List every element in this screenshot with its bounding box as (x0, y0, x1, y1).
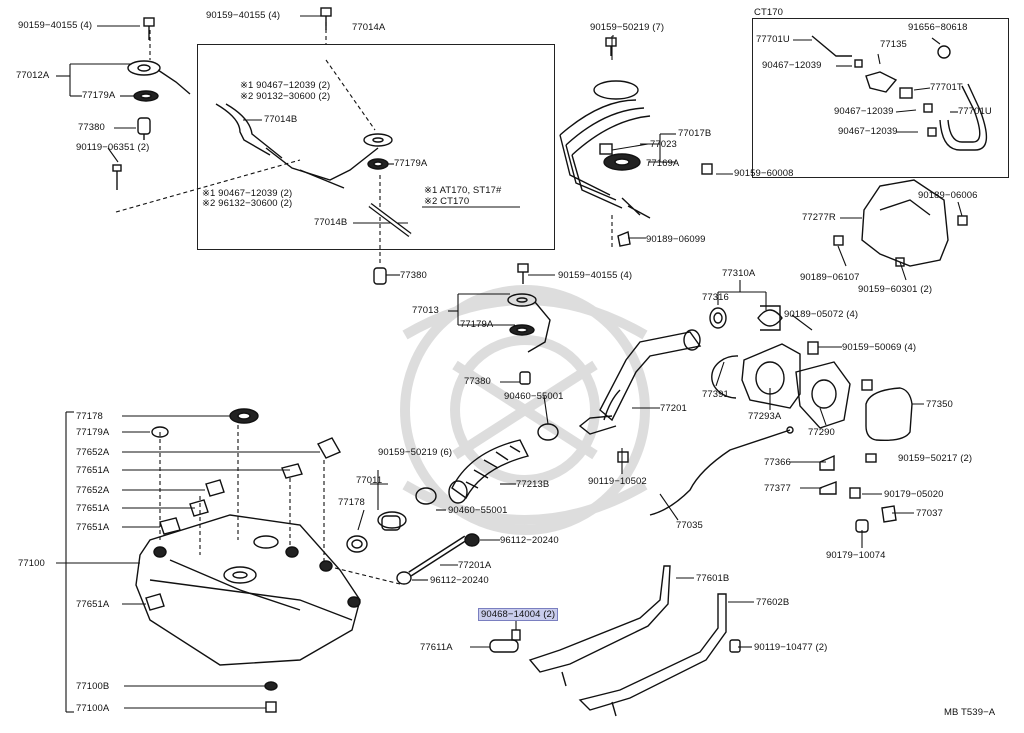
label-77380: 77380 (78, 122, 105, 133)
label-96132-30600: ※2 96132−30600 (2) (202, 198, 293, 209)
group-box-ct170 (752, 18, 1009, 178)
label-77179A: 77179A (460, 319, 494, 330)
label-90179-05020: 90179−05020 (884, 489, 944, 500)
label-77201: 77201 (660, 403, 687, 414)
label-note-models: ※1 AT170, ST17# (424, 185, 502, 196)
label-90159-60301: 90159−60301 (2) (858, 284, 933, 295)
label-90189-06006: 90189−06006 (918, 190, 978, 201)
label-90119-06351: 90119−06351 (2) (76, 142, 150, 153)
label-77017B: 77017B (678, 128, 712, 139)
label-77037: 77037 (916, 508, 943, 519)
label-77310A: 77310A (722, 268, 756, 279)
label-96112-20240: 96112−20240 (430, 575, 489, 586)
label-90467-12039: ※1 90467−12039 (2) (202, 188, 293, 199)
label-77701U: 77701U (756, 34, 790, 45)
label-90159-60008: 90159−60008 (734, 168, 794, 179)
label-90119-10477: 90119−10477 (2) (754, 642, 828, 653)
label-77023: 77023 (650, 139, 677, 150)
label-77100A: 77100A (76, 703, 110, 714)
label-77013: 77013 (412, 305, 439, 316)
label-77178: 77178 (76, 411, 103, 422)
label-77651A: 77651A (76, 503, 110, 514)
label-77293A: 77293A (748, 411, 782, 422)
label-77701T: 77701T (930, 82, 963, 93)
label-77380: 77380 (464, 376, 491, 387)
label-77377: 77377 (764, 483, 791, 494)
label-90159-50069: 90159−50069 (4) (842, 342, 917, 353)
label-77651A: 77651A (76, 465, 110, 476)
label-90460-55001: 90460−55001 (448, 505, 508, 516)
label-77651A: 77651A (76, 599, 110, 610)
label-77014B: 77014B (264, 114, 298, 125)
label-77652A: 77652A (76, 485, 110, 496)
label-77135: 77135 (880, 39, 907, 50)
label-note-ct170: ※2 CT170 (424, 196, 470, 207)
label-77179A: 77179A (82, 90, 116, 101)
label-90467-12039: 90467−12039 (762, 60, 822, 71)
label-77652A: 77652A (76, 447, 110, 458)
label-90189-05072: 90189−05072 (4) (784, 309, 859, 320)
label-90159-40155: 90159−40155 (4) (18, 20, 93, 31)
label-90119-10502: 90119−10502 (588, 476, 647, 487)
label-ct170: CT170 (754, 7, 784, 18)
label-77100: 77100 (18, 558, 45, 569)
watermark-emblem (400, 285, 650, 535)
label-77201A: 77201A (458, 560, 492, 571)
label-77391: 77391 (702, 389, 729, 400)
label-90159-50217: 90159−50217 (2) (898, 453, 973, 464)
label-note-90467: ※1 90467−12039 (2) (240, 80, 331, 91)
label-90468-14004-highlighted[interactable]: 90468−14004 (2) (478, 608, 559, 621)
label-77169A: 77169A (646, 158, 680, 169)
group-box-77014A (197, 44, 555, 250)
label-77366: 77366 (764, 457, 791, 468)
label-77380: 77380 (400, 270, 427, 281)
label-90467-12039: 90467−12039 (834, 106, 894, 117)
label-90159-40155: 90159−40155 (4) (558, 270, 633, 281)
label-77179A: 77179A (76, 427, 110, 438)
label-77316: 77316 (702, 292, 729, 303)
label-77035: 77035 (676, 520, 703, 531)
label-90460-55001: 90460−55001 (504, 391, 564, 402)
label-77601B: 77601B (696, 573, 730, 584)
label-77100B: 77100B (76, 681, 110, 692)
label-77011: 77011 (356, 475, 383, 486)
label-77179A: 77179A (394, 158, 428, 169)
label-note-90132: ※2 90132−30600 (2) (240, 91, 331, 102)
label-90467-12039: 90467−12039 (838, 126, 898, 137)
label-77277R: 77277R (802, 212, 836, 223)
label-91656-80618: 91656−80618 (908, 22, 968, 33)
label-77651A: 77651A (76, 522, 110, 533)
label-77602B: 77602B (756, 597, 790, 608)
label-77611A: 77611A (420, 642, 453, 653)
label-77290: 77290 (808, 427, 835, 438)
label-77178: 77178 (338, 497, 365, 508)
label-77014A: 77014A (352, 22, 386, 33)
label-90159-40155: 90159−40155 (4) (206, 10, 281, 21)
label-90159-50219: 90159−50219 (7) (590, 22, 665, 33)
label-77014B: 77014B (314, 217, 348, 228)
label-77701U: 77701U (958, 106, 992, 117)
label-77213B: 77213B (516, 479, 550, 490)
label-90189-06099: 90189−06099 (646, 234, 706, 245)
label-77350: 77350 (926, 399, 953, 410)
label-96112-20240: 96112−20240 (500, 535, 559, 546)
diagram-reference-code: MB T539−A (944, 707, 996, 718)
label-77012A: 77012A (16, 70, 50, 81)
label-90159-50219: 90159−50219 (6) (378, 447, 453, 458)
label-90179-10074: 90179−10074 (826, 550, 886, 561)
label-90189-06107: 90189−06107 (800, 272, 860, 283)
